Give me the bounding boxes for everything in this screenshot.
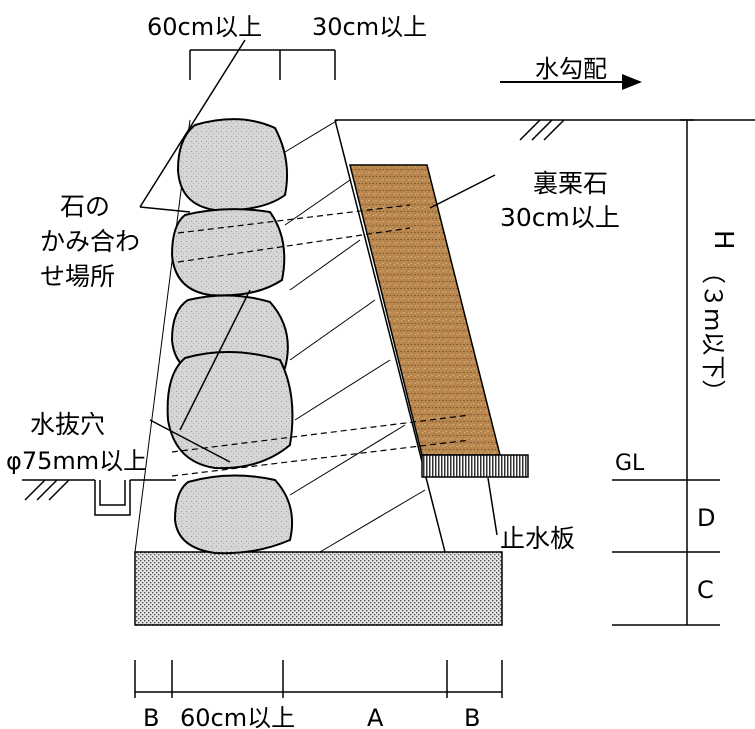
weep-hole-label-1: 水抜穴 (30, 410, 105, 439)
backfill-gravel (349, 164, 501, 456)
stone-joint-label-3: せ場所 (40, 262, 115, 291)
excavation-back-line (334, 119, 446, 553)
gl-label: GL (615, 451, 645, 476)
stone-column (166, 118, 294, 555)
stone-5 (173, 474, 294, 555)
foundation-block (134, 551, 503, 626)
weep-dashed-1 (171, 414, 471, 453)
water-slope-label: 水勾配 (535, 55, 607, 83)
joint-dashed-1 (177, 204, 411, 234)
top-dimension (189, 49, 336, 80)
top-backfill-width-label: 30cm以上 (312, 13, 427, 41)
top-stone-width-label: 60cm以上 (147, 13, 262, 41)
wall-front-line (134, 119, 191, 553)
bottom-A-label: A (367, 704, 384, 729)
dim-D-label: D (697, 504, 715, 532)
cutoff-plate-label: 止水板 (500, 524, 575, 553)
joint-dashed-2 (177, 227, 411, 263)
stone-joint-label-2: かみ合わ (40, 227, 140, 256)
bottom-B-right-label: B (464, 704, 480, 729)
gutter-outline (94, 480, 131, 516)
stone-4 (166, 351, 294, 470)
stone-joint-label-1: 石の (60, 192, 110, 221)
dim-C-label: C (697, 576, 714, 604)
bottom-B-left-label: B (143, 704, 159, 729)
bottom-stone-width-label: 60cm以上 (180, 704, 295, 729)
height-H-label: H (708, 230, 738, 250)
height-note-label: （３m以下） (699, 260, 727, 403)
cutoff-plate (421, 454, 529, 478)
weep-hole-label-2: φ75mm以上 (6, 447, 147, 475)
ground-hatch-top (519, 119, 565, 141)
leader-lines (139, 39, 498, 536)
dashed-lines (171, 204, 471, 477)
stone-1 (176, 118, 288, 212)
ground-hatch-front (24, 479, 70, 501)
bottom-dimension (134, 660, 503, 698)
weep-dashed-2 (171, 439, 471, 477)
interlock-diagonals (279, 119, 426, 553)
backfill-label-2: 30cm以上 (500, 203, 620, 232)
right-dimension (612, 119, 720, 626)
backfill-label-1: 裏栗石 (533, 169, 608, 198)
